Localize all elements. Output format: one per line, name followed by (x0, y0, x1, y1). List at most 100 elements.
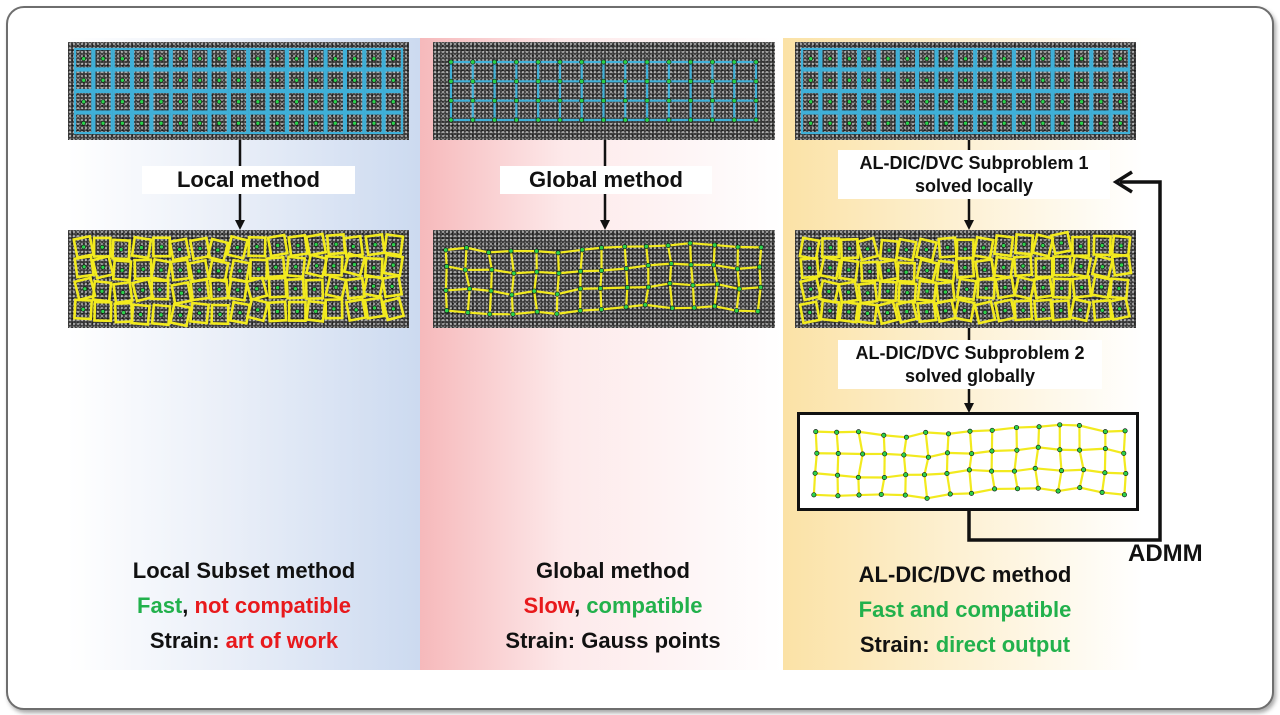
mesh-node (856, 429, 862, 435)
subset-center (1001, 99, 1007, 105)
deformed-subset (168, 302, 192, 328)
subset-center (313, 308, 319, 314)
deformed-subset (819, 299, 841, 323)
mesh-node (834, 429, 840, 435)
subset-cell (93, 112, 113, 135)
subset-center (827, 99, 833, 105)
deformed-subset (91, 254, 115, 280)
subset-center (1117, 306, 1122, 312)
mesh-node (489, 267, 495, 273)
mesh-node (1013, 425, 1019, 431)
subset-cell (917, 90, 937, 113)
mesh-edge (814, 453, 818, 474)
mesh-edge (512, 310, 538, 316)
subset-center (905, 56, 910, 62)
subset-cell (267, 90, 287, 113)
mesh-node (622, 78, 628, 84)
subset-center (158, 99, 164, 105)
mesh-edge (737, 265, 760, 270)
mesh-node (470, 78, 476, 84)
deformed-subset (267, 300, 288, 323)
subset-center (808, 99, 813, 105)
deformed-subset (93, 300, 113, 323)
mesh-edge (1079, 424, 1106, 433)
mesh-edge (556, 309, 581, 315)
subset-center (1118, 120, 1123, 126)
subset-cell (878, 90, 898, 113)
subset-center (391, 120, 396, 126)
deformed-subset (380, 274, 404, 299)
subset-center (924, 120, 930, 126)
subset-cell (820, 90, 840, 113)
mesh-node (557, 117, 563, 123)
subset-center (177, 267, 183, 273)
mesh-edge (671, 262, 692, 266)
mesh-edge (815, 430, 837, 434)
subset-cell (93, 69, 113, 92)
subset-cell (151, 90, 171, 113)
subset-center (1078, 264, 1084, 269)
mesh-node (1011, 468, 1017, 474)
global-deformed-image (433, 230, 775, 328)
mesh-node (579, 78, 585, 84)
deformed-subset (857, 281, 879, 305)
subset-cell (73, 69, 94, 92)
subset-center (943, 56, 949, 62)
subset-center (371, 99, 377, 105)
mesh-node (508, 248, 514, 254)
deformed-subset (189, 278, 211, 302)
subset-cell (248, 69, 268, 92)
subset-center (352, 99, 357, 105)
deformed-subset (894, 237, 918, 262)
subset-cell (1052, 90, 1073, 113)
deformed-subset (1013, 233, 1035, 256)
mesh-node (835, 450, 841, 456)
mesh-node (901, 452, 907, 458)
deformed-subset (363, 296, 386, 320)
subset-center (372, 305, 377, 311)
mesh-node (645, 284, 651, 290)
subset-center (140, 266, 146, 272)
subset-center (807, 265, 812, 271)
mesh-node (1102, 470, 1108, 476)
subset-cell (975, 90, 995, 113)
deformed-subset (914, 237, 938, 263)
mesh-node (534, 269, 540, 275)
mesh-edge (883, 434, 907, 439)
subset-center (178, 312, 183, 318)
mesh-node (554, 291, 560, 297)
subset-center (962, 265, 968, 270)
mesh-node (969, 451, 975, 457)
subset-center (313, 120, 319, 126)
subset-cell (325, 47, 346, 70)
local-caption-strain-line: Strain: art of work (68, 623, 420, 658)
subset-center (903, 247, 909, 253)
subset-center (352, 56, 357, 62)
subset-center (962, 246, 968, 252)
subset-center (1098, 99, 1104, 105)
subset-center (1040, 99, 1046, 105)
mesh-edge (601, 305, 627, 311)
mesh-edge (812, 473, 817, 495)
deformed-subset (169, 258, 192, 282)
mesh-node (811, 492, 817, 498)
mesh-edge (945, 473, 952, 495)
mesh-edge (488, 249, 512, 254)
mesh-node (881, 475, 887, 481)
mesh-edge (667, 245, 673, 264)
subset-cell (1052, 69, 1073, 92)
subset-center (1021, 241, 1027, 247)
deformed-subset (244, 276, 269, 302)
subset-center (255, 120, 261, 126)
subset-cell (975, 69, 995, 92)
mesh-node (709, 117, 715, 123)
subset-center (1059, 120, 1065, 126)
mesh-edge (924, 472, 947, 476)
mesh-edge (488, 290, 493, 315)
mesh-edge (690, 242, 715, 247)
mesh-edge (599, 288, 603, 310)
global-caption: Global method Slow, compatible Strain: G… (432, 553, 794, 658)
subset-cell (800, 47, 821, 70)
subset-center (389, 284, 395, 289)
mesh-edge (712, 264, 719, 285)
